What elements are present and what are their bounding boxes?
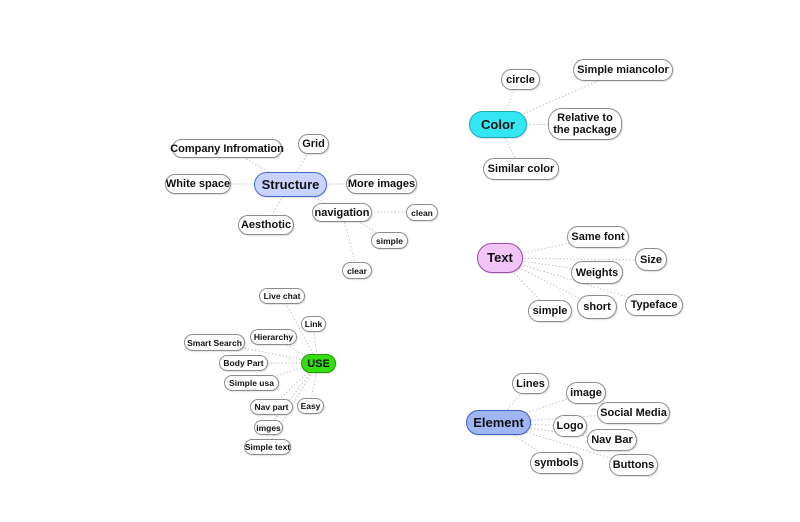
lines-node[interactable]: Lines [512, 373, 549, 394]
navigation-node[interactable]: navigation [312, 203, 372, 222]
more-images-node[interactable]: More images [346, 174, 417, 194]
aesthetic-node[interactable]: Aesthotic [238, 215, 294, 235]
buttons-node[interactable]: Buttons [609, 454, 658, 476]
text-node[interactable]: Text [477, 243, 523, 273]
grid-node[interactable]: Grid [298, 134, 329, 154]
nav-bar-node[interactable]: Nav Bar [587, 429, 637, 451]
link-node[interactable]: Link [301, 316, 326, 332]
structure-node[interactable]: Structure [254, 172, 327, 197]
simple-text-node[interactable]: simple [528, 300, 572, 322]
easy-node[interactable]: Easy [297, 398, 324, 414]
social-media-node[interactable]: Social Media [597, 402, 670, 424]
logo-node[interactable]: Logo [553, 415, 587, 437]
simple-usa-node[interactable]: Simple usa [224, 375, 279, 391]
nav-part-node[interactable]: Nav part [250, 399, 293, 415]
simple-node[interactable]: simple [371, 232, 408, 249]
smart-search-node[interactable]: Smart Search [184, 334, 245, 351]
live-chat-node[interactable]: Live chat [259, 288, 305, 304]
weights-node[interactable]: Weights [571, 261, 623, 284]
circle-node[interactable]: circle [501, 69, 540, 90]
symbols-node[interactable]: symbols [530, 452, 583, 474]
typeface-node[interactable]: Typeface [625, 294, 683, 316]
similar-color-node[interactable]: Similar color [483, 158, 559, 180]
element-node[interactable]: Element [466, 410, 531, 435]
relative-to-package-node[interactable]: Relative to the package [548, 108, 622, 140]
short-node[interactable]: short [577, 295, 617, 319]
clean-node[interactable]: clean [406, 204, 438, 221]
simple-text-use-node[interactable]: Simple text [244, 439, 291, 455]
company-information-node[interactable]: Company Infromation [170, 139, 284, 158]
body-part-node[interactable]: Body Part [219, 355, 268, 371]
white-space-node[interactable]: White space [165, 174, 231, 194]
size-node[interactable]: Size [635, 248, 667, 271]
color-node[interactable]: Color [469, 111, 527, 138]
same-font-node[interactable]: Same font [567, 226, 629, 248]
clear-node[interactable]: clear [342, 262, 372, 279]
use-node[interactable]: USE [301, 354, 336, 373]
hierarchy-node[interactable]: Hierarchy [250, 329, 297, 345]
image-node[interactable]: image [566, 382, 606, 404]
simple-maincolor-node[interactable]: Simple miancolor [573, 59, 673, 81]
images-node[interactable]: imges [254, 420, 283, 435]
